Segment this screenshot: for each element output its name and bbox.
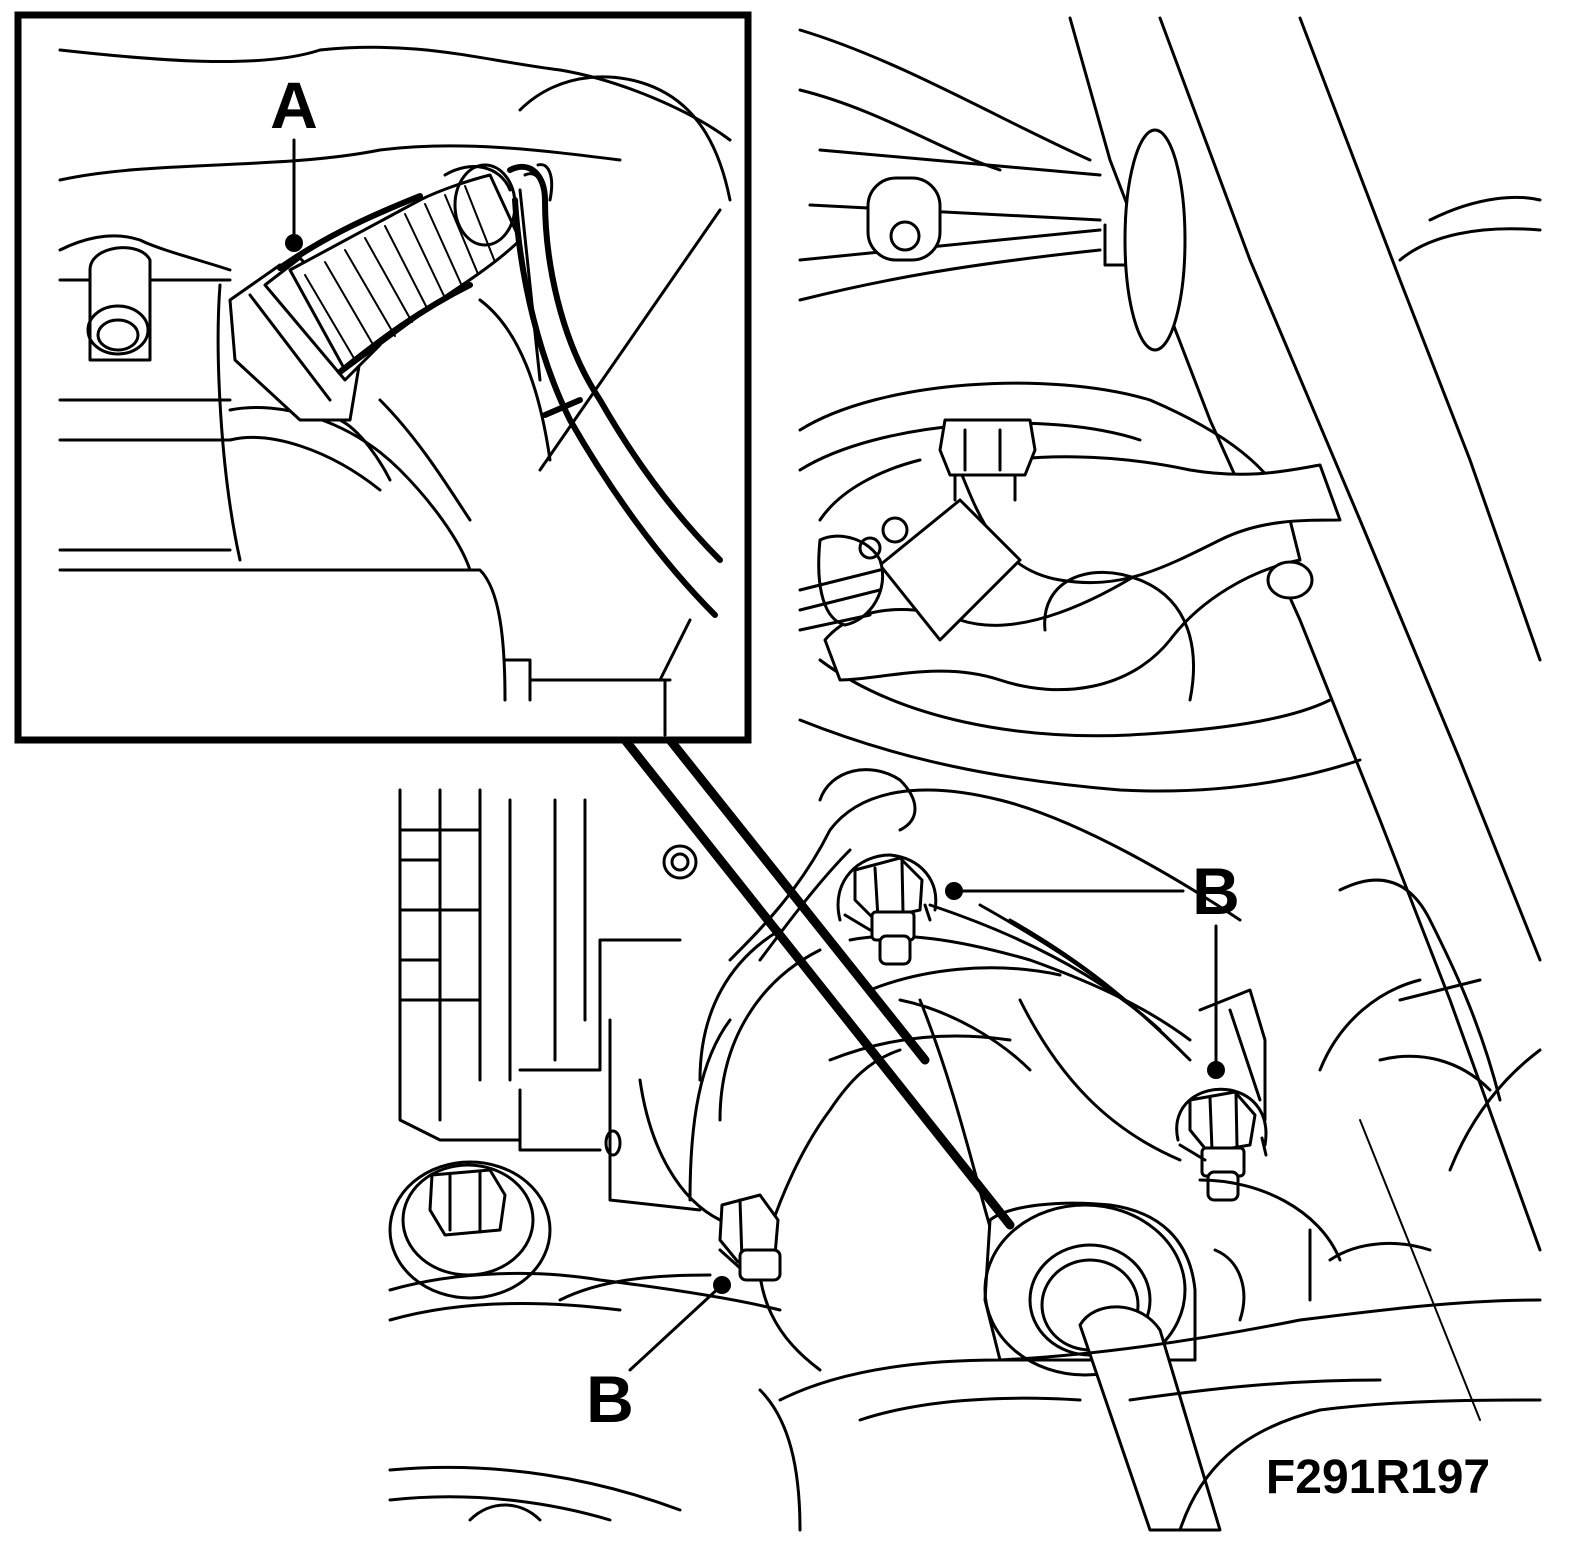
callout-b-upper: B [945, 854, 1240, 1079]
nut-b-right [1175, 1087, 1268, 1202]
callout-b-lower-dot [713, 1276, 731, 1294]
strut-top [798, 381, 1362, 793]
strut-bolt [938, 418, 1037, 477]
exhaust-manifold [688, 768, 1267, 1372]
dust-cap [1123, 128, 1187, 352]
callout-b-upper-label: B [1192, 854, 1240, 928]
callout-b-lower: B [586, 1276, 731, 1436]
figure-code: F291R197 [1266, 1451, 1490, 1504]
callout-b-lower-label: B [586, 1362, 634, 1436]
upper-mount-assembly [798, 28, 1542, 352]
inset-detail-view [14, 11, 752, 744]
oxygen-sensor [228, 163, 522, 422]
bracket-tab [866, 176, 942, 262]
sensor-wire [507, 163, 723, 618]
nut-b-upper-left [836, 853, 938, 966]
inset-background [58, 45, 732, 737]
exhaust-pipe [388, 878, 1542, 1532]
callout-b-upper-dot-right [1207, 1061, 1225, 1079]
nut-b-lower [718, 1193, 782, 1282]
callout-b-upper-dot-left [945, 882, 963, 900]
mount-bolt-left [388, 1160, 552, 1300]
inset-pointer [620, 735, 1015, 1230]
callout-a-label: A [270, 68, 318, 142]
callout-a: A [270, 68, 318, 252]
callout-a-dot [285, 234, 303, 252]
frame-rails [1068, 16, 1542, 1421]
left-housing [388, 788, 782, 1322]
inset-frame [14, 11, 752, 744]
main-engine-view [388, 16, 1542, 1532]
